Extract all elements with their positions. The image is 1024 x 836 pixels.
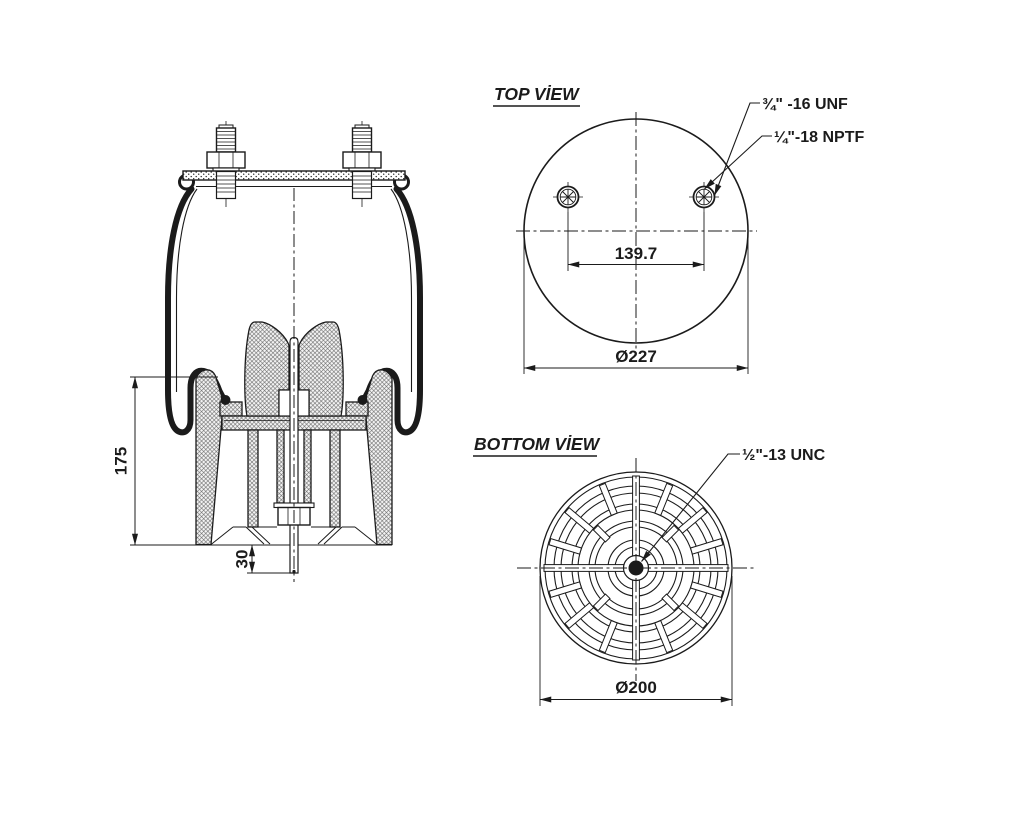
top-view-title: TOP VİEW (494, 84, 580, 104)
dim-227-text: Ø227 (615, 347, 657, 366)
top-view: TOP VİEW ¾" -16 UNF ¼"-18 NPTF 139.7 Ø22… (493, 84, 865, 374)
stud-hole-left (553, 182, 583, 212)
stud-hole-right (689, 182, 719, 212)
piston-hub-left (276, 429, 285, 504)
piston-hub-right (303, 429, 312, 504)
piston-bottom-ribs-outer (548, 482, 724, 654)
mounting-stud-right (342, 124, 382, 173)
bottom-view: BOTTOM VİEW (473, 434, 826, 706)
leader-nptf (704, 135, 772, 190)
piston-bottom-ribs-middle (592, 524, 680, 612)
dim-30-text: 30 (233, 550, 252, 569)
piston-leg-right (329, 429, 341, 528)
piston-underside-lines (210, 526, 378, 545)
hex-nut-left (206, 151, 246, 169)
side-view: 175 30 (112, 121, 423, 582)
clamp-bead-left (220, 395, 231, 405)
bolt-tip (292, 569, 296, 574)
mounting-stud-left (206, 124, 246, 173)
dim-139-7: 139.7 (567, 212, 705, 271)
label-unc: ½"-13 UNC (742, 447, 826, 464)
dim-200: Ø200 (539, 576, 733, 706)
dim-227: Ø227 (523, 237, 749, 374)
label-nptf: ¼"-18 NPTF (774, 129, 865, 146)
hex-nut-right (342, 151, 382, 169)
top-view-centerlines (516, 112, 757, 350)
leader-unf (713, 102, 760, 196)
leader-unc (641, 453, 740, 562)
bead-plate (182, 170, 406, 181)
rubber-bumper (244, 321, 344, 417)
piston-wall-left (195, 369, 224, 546)
piston-wall-right (364, 369, 393, 546)
center-bolt-hole (628, 560, 644, 576)
dim-139-7-text: 139.7 (615, 244, 658, 263)
dim-175: 175 (112, 376, 218, 546)
dim-175-text: 175 (112, 447, 131, 475)
label-unf: ¾" -16 UNF (762, 96, 848, 113)
bellows-inner-wall (175, 188, 413, 392)
bottom-view-title: BOTTOM VİEW (474, 434, 601, 454)
piston-leg-left (247, 429, 259, 528)
dim-200-text: Ø200 (615, 678, 657, 697)
clamp-bead-right (357, 395, 368, 405)
dim-30: 30 (233, 544, 294, 574)
